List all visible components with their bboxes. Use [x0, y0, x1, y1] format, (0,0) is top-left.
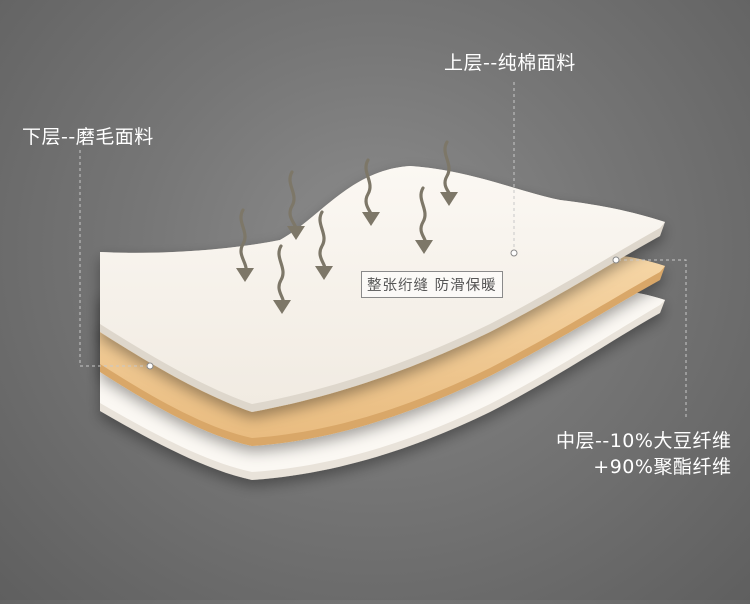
airflow-arrow-icon [415, 186, 433, 254]
leader-dots [146, 249, 620, 370]
airflow-arrow-icon [362, 158, 380, 226]
feature-badge: 整张绗缝 防滑保暖 [361, 271, 503, 298]
bottom-layer-label: 下层--磨毛面料 [22, 126, 154, 148]
leader-lines [79, 82, 687, 420]
middle-layer-label-line1: 中层--10%大豆纤维 [556, 430, 732, 452]
top-layer-label: 上层--纯棉面料 [444, 52, 576, 74]
middle-layer-label-line2: +90%聚酯纤维 [593, 456, 732, 478]
airflow-arrow-icon [287, 170, 305, 240]
airflow-arrows [236, 140, 458, 314]
airflow-arrow-icon [315, 210, 333, 280]
middle-layer-leader [618, 259, 687, 420]
airflow-arrow-icon [440, 140, 458, 206]
airflow-arrow-icon [273, 244, 291, 314]
middle-layer-label: 中层--10%大豆纤维 +90%聚酯纤维 [556, 428, 731, 480]
bottom-layer-leader [79, 150, 148, 367]
airflow-arrow-icon [236, 208, 254, 282]
